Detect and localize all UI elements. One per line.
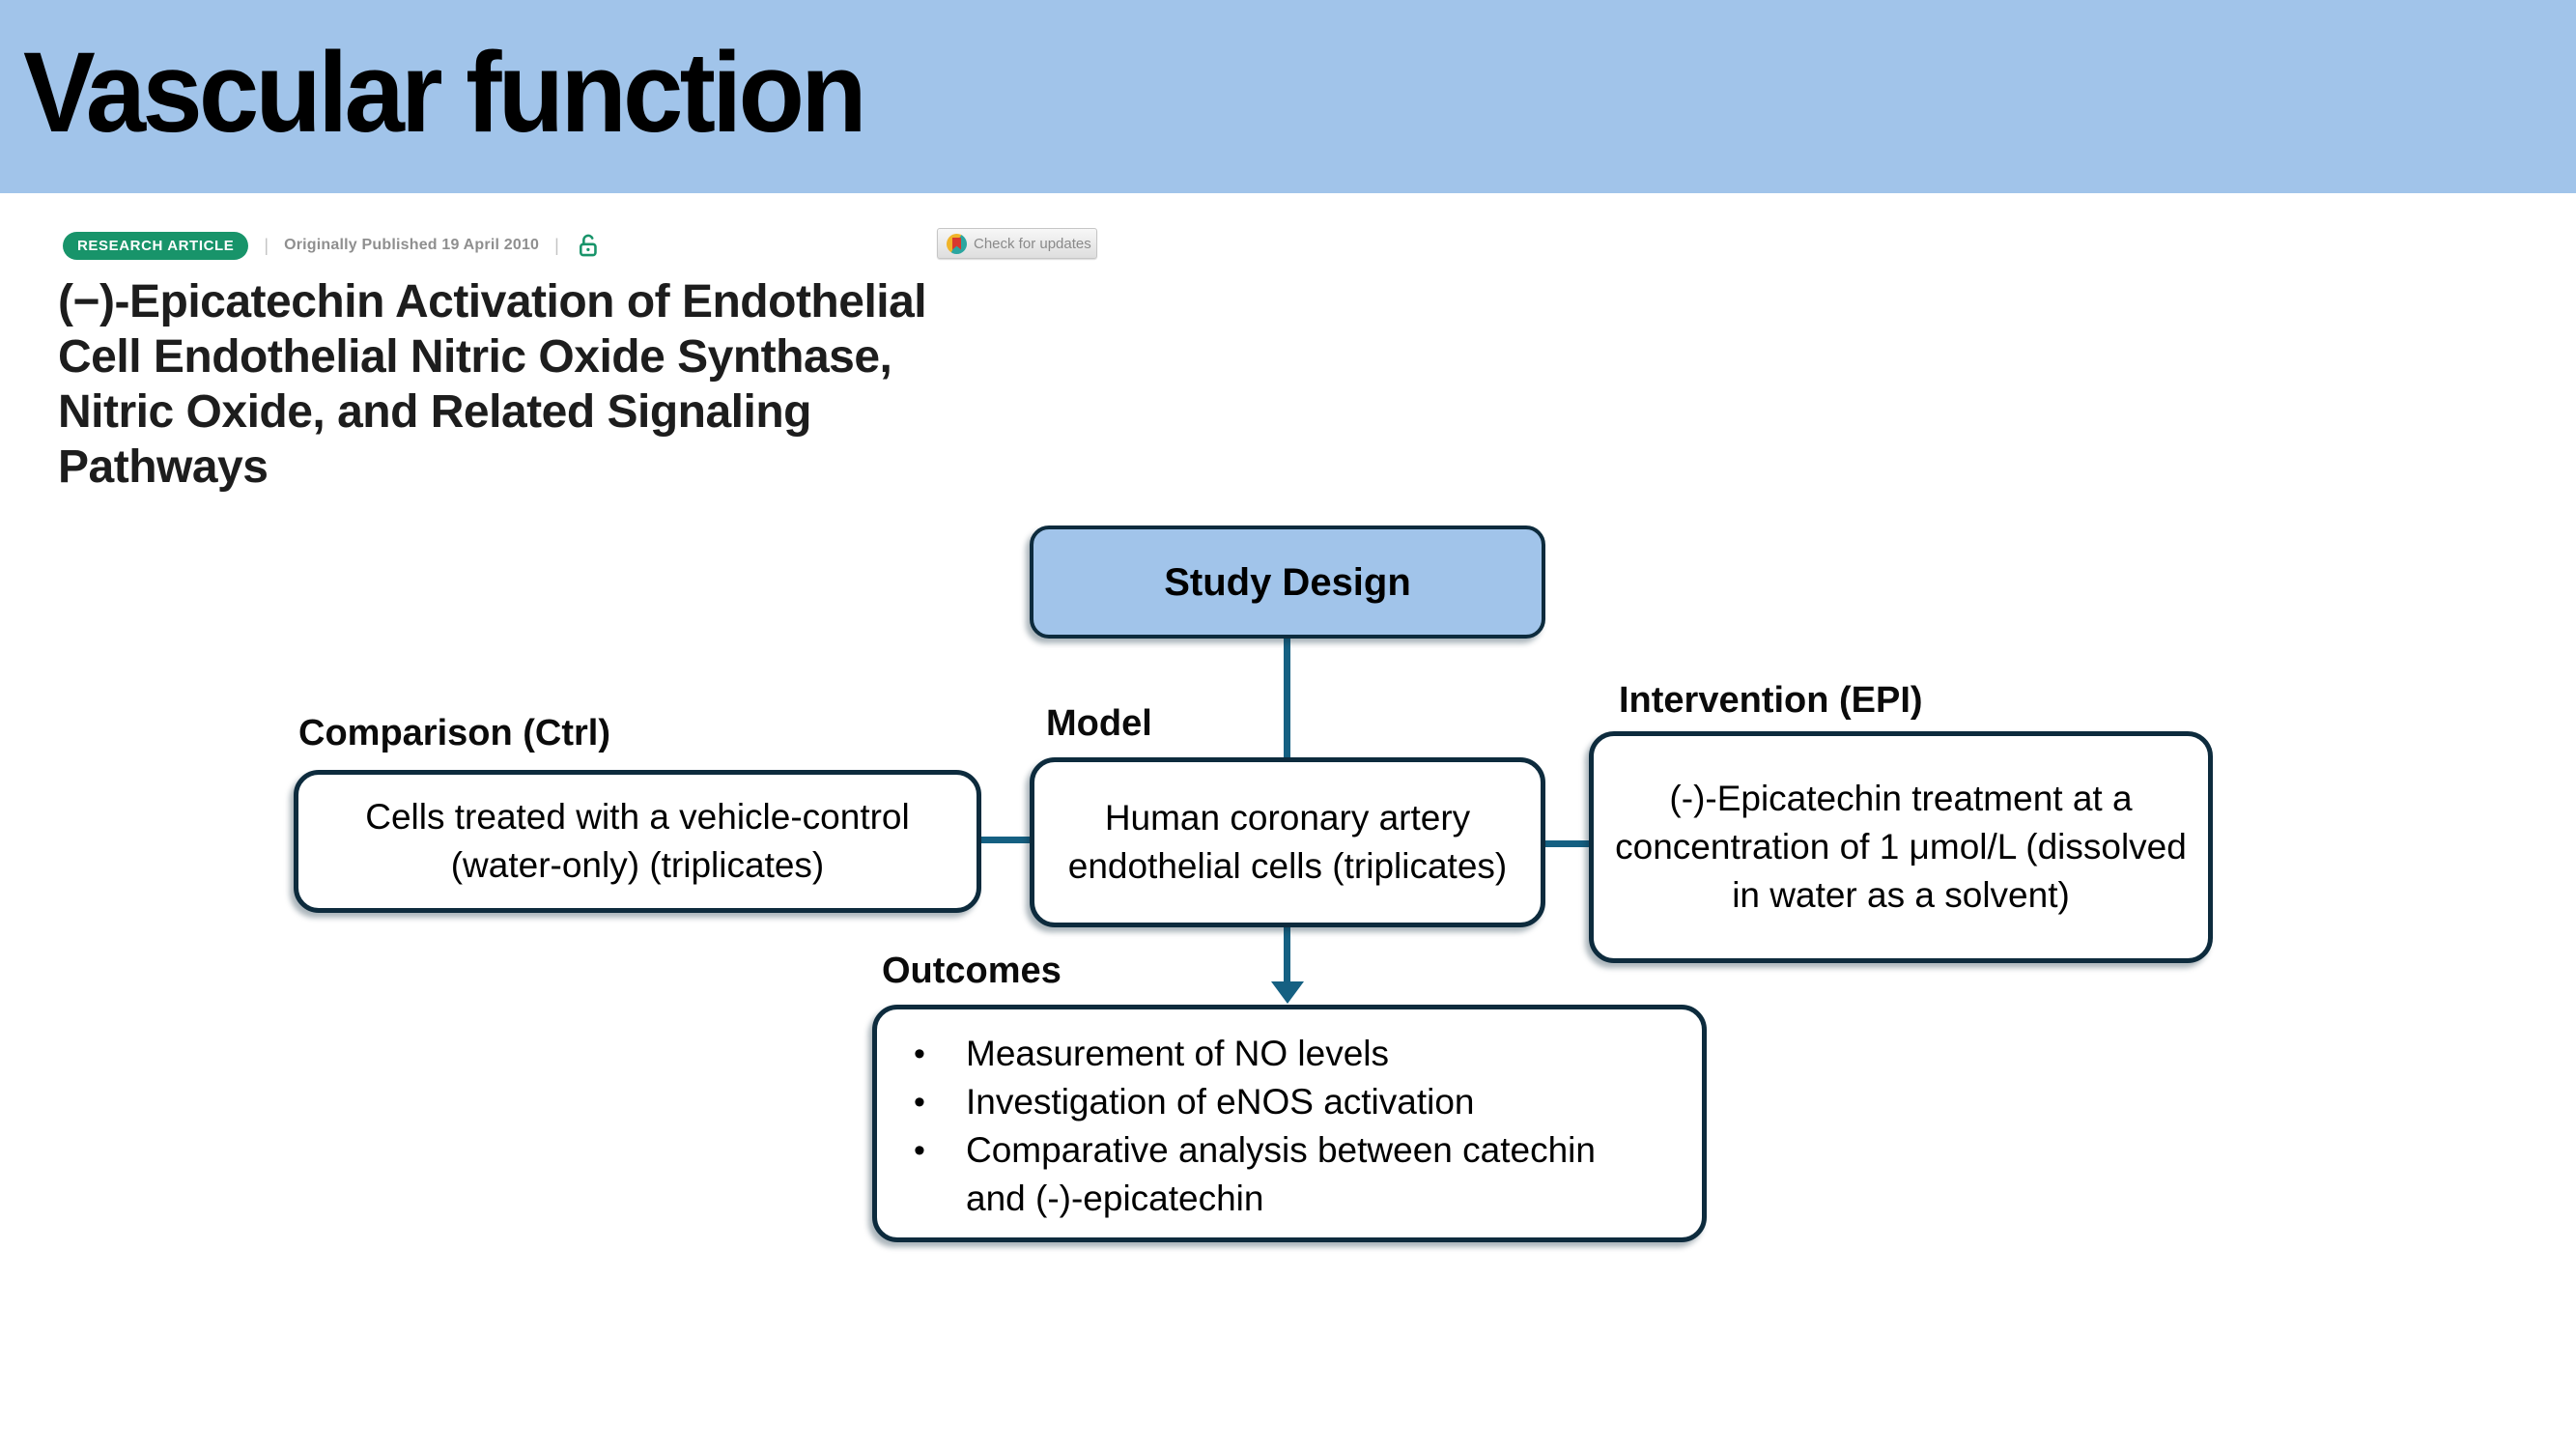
slide-header-banner: Vascular function bbox=[0, 0, 2576, 193]
arrowhead-down-icon bbox=[1271, 981, 1304, 1004]
article-title-line: (−)-Epicatechin Activation of Endothelia… bbox=[58, 276, 927, 327]
article-meta-row: RESEARCH ARTICLE | Originally Published … bbox=[63, 230, 602, 261]
model-box: Human coronary artery endothelial cells … bbox=[1030, 757, 1545, 927]
connector-studydesign-to-model bbox=[1284, 639, 1290, 757]
article-title-line: Cell Endothelial Nitric Oxide Synthase, bbox=[58, 331, 892, 383]
connector-model-to-intervention bbox=[1545, 840, 1589, 847]
article-title-line: Pathways bbox=[58, 441, 269, 493]
intervention-box: (-)-Epicatechin treatment at a concentra… bbox=[1589, 731, 2213, 963]
bullet-icon: • bbox=[914, 1084, 925, 1121]
outcomes-bullet-list: • Measurement of NO levels • Investigati… bbox=[906, 1030, 1634, 1223]
study-design-box: Study Design bbox=[1030, 526, 1545, 639]
meta-separator: | bbox=[264, 235, 269, 255]
model-label: Model bbox=[1046, 703, 1152, 744]
comparison-label: Comparison (Ctrl) bbox=[298, 713, 610, 753]
research-article-badge: RESEARCH ARTICLE bbox=[63, 231, 249, 260]
slide-title: Vascular function bbox=[23, 29, 867, 156]
article-title: (−)-Epicatechin Activation of Endothelia… bbox=[58, 274, 927, 495]
open-access-lock-icon bbox=[575, 232, 602, 259]
list-item: • Measurement of NO levels bbox=[906, 1030, 1634, 1078]
comparison-box: Cells treated with a vehicle-control (wa… bbox=[294, 770, 981, 913]
study-design-title: Study Design bbox=[1164, 560, 1411, 604]
article-title-line: Nitric Oxide, and Related Signaling bbox=[58, 386, 811, 438]
meta-separator: | bbox=[554, 235, 559, 255]
check-for-updates-button[interactable]: Check for updates bbox=[937, 228, 1097, 259]
list-item: • Comparative analysis between catechin … bbox=[906, 1126, 1634, 1223]
check-for-updates-label: Check for updates bbox=[974, 235, 1091, 252]
intervention-text: (-)-Epicatechin treatment at a concentra… bbox=[1615, 779, 2187, 915]
outcomes-label: Outcomes bbox=[882, 951, 1062, 991]
bullet-icon: • bbox=[914, 1132, 925, 1169]
connector-model-to-outcomes bbox=[1284, 927, 1290, 985]
intervention-label: Intervention (EPI) bbox=[1619, 680, 1923, 721]
outcome-item-text: Measurement of NO levels bbox=[966, 1034, 1390, 1073]
connector-comparison-to-model bbox=[979, 837, 1030, 843]
outcomes-box: • Measurement of NO levels • Investigati… bbox=[872, 1005, 1707, 1242]
outcome-item-text: Comparative analysis between catechin an… bbox=[966, 1130, 1596, 1218]
list-item: • Investigation of eNOS activation bbox=[906, 1078, 1634, 1126]
bullet-icon: • bbox=[914, 1036, 925, 1072]
outcome-item-text: Investigation of eNOS activation bbox=[966, 1082, 1475, 1122]
model-text: Human coronary artery endothelial cells … bbox=[1067, 798, 1508, 886]
crossmark-logo-icon bbox=[947, 233, 967, 254]
published-date: Originally Published 19 April 2010 bbox=[284, 237, 540, 253]
comparison-text: Cells treated with a vehicle-control (wa… bbox=[365, 797, 910, 885]
